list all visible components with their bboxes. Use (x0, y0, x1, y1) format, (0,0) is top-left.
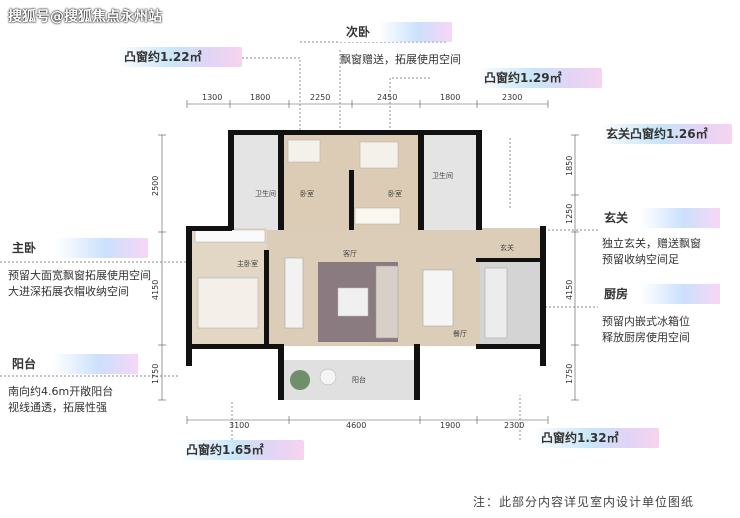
dim-bottom-4: 2300 (504, 421, 524, 430)
tag-bay-window-top-left: 凸窗约1.22㎡ (118, 47, 242, 67)
tag-master-bedroom: 主卧 (6, 238, 148, 258)
room-bath-left: 卫生间 (255, 189, 276, 198)
coffee-table (337, 287, 369, 317)
sofa (375, 265, 399, 339)
room-foyer: 玄关 (500, 243, 514, 252)
room-balcony: 阳台 (352, 375, 366, 384)
dim-right-2: 1250 (565, 204, 574, 224)
desc-entry-2: 预留收纳空间足 (602, 253, 679, 266)
bedroom-b-wardrobe (354, 207, 401, 225)
bath-left-floor (232, 135, 282, 230)
dim-left-3: 1750 (151, 364, 160, 384)
desc-kitchen-1: 预留内嵌式冰箱位 (602, 315, 690, 328)
desc-entry-1: 独立玄关，赠送飘窗 (602, 237, 701, 250)
tv-cabinet (284, 257, 304, 329)
dim-top-4: 2450 (377, 93, 397, 102)
desc-second-bedroom: 飘窗赠送，拓展使用空间 (340, 53, 461, 66)
room-bedroom-b: 卧室 (388, 189, 402, 198)
tag-entry-bay-window: 玄关凸窗约1.26㎡ (600, 124, 732, 144)
desc-master-1: 预留大面宽飘窗拓展使用空间 (8, 269, 151, 282)
dim-left-2: 4150 (151, 280, 160, 300)
tag-kitchen: 厨房 (598, 284, 720, 304)
room-bath-right: 卫生间 (432, 171, 453, 180)
balcony-plant (319, 368, 337, 386)
dim-right-4: 1750 (565, 364, 574, 384)
dim-top-6: 2300 (502, 93, 522, 102)
footnote: 注：此部分内容详见室内设计单位图纸 (472, 495, 694, 509)
room-dining: 餐厅 (453, 329, 467, 338)
bedroom-b-bed (359, 141, 399, 169)
tag-second-bedroom: 次卧 (340, 22, 452, 42)
walls (186, 130, 546, 400)
dimension-lines (158, 100, 579, 424)
dim-top-2: 1800 (250, 93, 270, 102)
room-living: 客厅 (343, 249, 357, 258)
dining-table (422, 269, 454, 327)
bath-right-floor (422, 135, 480, 230)
dim-right-1: 1850 (565, 156, 574, 176)
dim-right-3: 4150 (565, 280, 574, 300)
desc-balcony-1: 南向约4.6m开敞阳台 (8, 385, 114, 398)
room-master: 主卧室 (237, 259, 258, 268)
tag-bay-window-bottom-right: 凸窗约1.32㎡ (535, 428, 659, 448)
tag-entry: 玄关 (598, 208, 720, 228)
dim-left-1: 2500 (151, 176, 160, 196)
desc-kitchen-2: 释放厨房使用空间 (602, 331, 690, 344)
room-bedroom-a: 卧室 (300, 189, 314, 198)
bedroom-a-bed (287, 139, 321, 163)
watermark: 搜狐号@搜狐焦点永州站 (8, 9, 162, 25)
dim-bottom-2: 4600 (346, 421, 366, 430)
dim-bottom-3: 1900 (440, 421, 460, 430)
dim-top-1: 1300 (202, 93, 222, 102)
dim-bottom-1: 3100 (229, 421, 249, 430)
bed (197, 277, 259, 329)
wardrobe (194, 229, 266, 243)
dim-top-5: 1800 (440, 93, 460, 102)
desc-balcony-2: 视线通透，拓展性强 (8, 401, 107, 414)
tag-bay-window-top-right: 凸窗约1.29㎡ (478, 68, 602, 88)
kitchen-counter (484, 267, 508, 339)
balcony-greenery (290, 370, 310, 390)
desc-master-2: 大进深拓展衣帽收纳空间 (8, 285, 129, 298)
tag-bay-window-bottom-left: 凸窗约1.65㎡ (180, 440, 304, 460)
tag-balcony: 阳台 (6, 354, 138, 374)
dim-top-3: 2250 (310, 93, 330, 102)
